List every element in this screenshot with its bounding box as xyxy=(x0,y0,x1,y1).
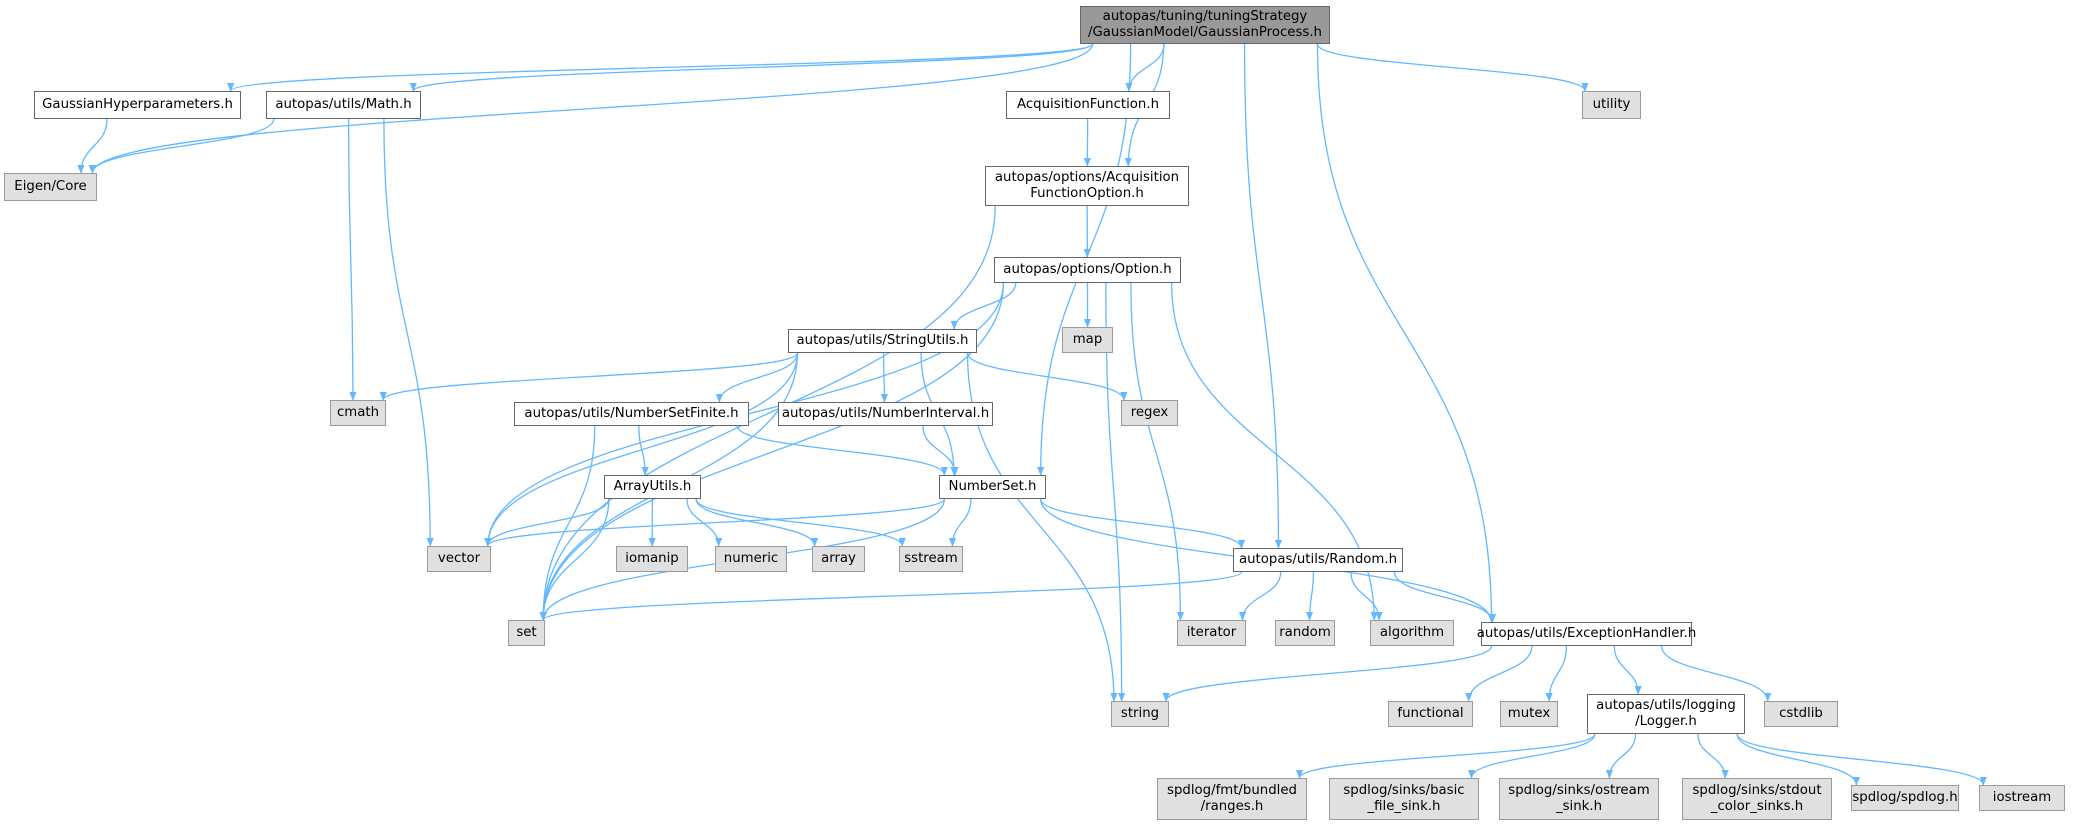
edge-logger-to-stdoutsink xyxy=(1697,733,1729,779)
edge-random_h-to-exc xyxy=(1393,571,1497,623)
edge-gp-to-ghp xyxy=(227,43,1094,92)
node-strutils[interactable]: autopas/utils/StringUtils.h xyxy=(788,329,977,353)
edge-gp-to-math xyxy=(409,43,1094,92)
edge-ghp-to-eigen xyxy=(77,118,108,174)
edge-random_h-to-iterator xyxy=(1238,571,1282,621)
node-iomanip: iomanip xyxy=(616,546,688,572)
node-random: random xyxy=(1275,620,1335,646)
edge-arrutils-to-set xyxy=(539,498,610,621)
edge-logger-to-iostream xyxy=(1736,733,1987,786)
edge-option-to-iterator xyxy=(1130,282,1185,621)
edge-arrutils-to-sstream xyxy=(695,498,906,547)
edge-math-to-vector xyxy=(383,118,434,547)
edge-math-to-eigen xyxy=(88,118,275,174)
edge-strutils-to-cmath xyxy=(379,352,799,401)
node-logger[interactable]: autopas/utils/logging /Logger.h xyxy=(1587,694,1745,734)
node-arrutils[interactable]: ArrayUtils.h xyxy=(604,475,701,499)
edge-random_h-to-set xyxy=(539,571,1243,621)
node-acqopt[interactable]: autopas/options/Acquisition FunctionOpti… xyxy=(985,166,1189,206)
node-array: array xyxy=(812,546,865,572)
edge-nsf-to-numset xyxy=(736,425,948,476)
node-map: map xyxy=(1062,327,1113,353)
edge-numset-to-sstream xyxy=(948,498,972,547)
node-functional: functional xyxy=(1388,701,1473,727)
edge-exc-to-logger xyxy=(1613,645,1642,695)
edge-logger-to-ranges xyxy=(1295,733,1596,779)
edge-random_h-to-algorithm xyxy=(1350,571,1383,621)
node-mutex: mutex xyxy=(1500,701,1558,727)
edge-strutils-to-regex xyxy=(966,352,1128,401)
edge-exc-to-cstdlib xyxy=(1660,645,1772,702)
edge-exc-to-string xyxy=(1162,645,1493,702)
edge-gp-to-exc xyxy=(1316,43,1496,623)
edge-exc-to-functional xyxy=(1465,645,1533,702)
edge-math-to-cmath xyxy=(347,118,357,401)
node-nsf[interactable]: autopas/utils/NumberSetFinite.h xyxy=(514,402,749,426)
node-numeric: numeric xyxy=(715,546,787,572)
edge-gp-to-random_h xyxy=(1243,43,1283,549)
node-iterator: iterator xyxy=(1177,620,1246,646)
edge-logger-to-spdlog xyxy=(1736,733,1861,786)
node-cmath: cmath xyxy=(330,400,386,426)
edge-exc-to-mutex xyxy=(1545,645,1568,702)
edge-random_h-to-random xyxy=(1305,571,1315,621)
node-option[interactable]: autopas/options/Option.h xyxy=(994,257,1181,283)
edge-strutils-to-vector xyxy=(484,352,799,547)
edge-arrutils-to-numeric xyxy=(686,498,723,547)
edge-gp-to-acqf xyxy=(1125,43,1165,92)
edge-logger-to-ostreamsink xyxy=(1605,733,1637,779)
node-vector: vector xyxy=(427,546,491,572)
edge-nsf-to-set xyxy=(539,425,596,621)
node-numset[interactable]: NumberSet.h xyxy=(939,475,1046,499)
node-string: string xyxy=(1111,701,1169,727)
edge-arrutils-to-vector xyxy=(484,498,610,547)
edge-nint-to-numset xyxy=(922,425,959,476)
edge-strutils-to-nsf xyxy=(715,352,799,403)
edge-gp-to-eigen xyxy=(88,43,1094,174)
node-ghp[interactable]: GaussianHyperparameters.h xyxy=(34,91,241,119)
edge-numset-to-vector xyxy=(484,498,945,547)
edge-gp-to-utility xyxy=(1316,43,1589,92)
node-eigen: Eigen/Core xyxy=(4,173,97,201)
edge-strutils-to-nint xyxy=(880,352,889,403)
edge-acqopt-to-set xyxy=(539,205,996,621)
edge-numset-to-random_h xyxy=(1040,498,1246,549)
edge-option-to-set xyxy=(539,282,1004,621)
node-stdoutsink: spdlog/sinks/stdout _color_sinks.h xyxy=(1682,778,1832,820)
edge-option-to-string xyxy=(1105,282,1126,702)
node-exc[interactable]: autopas/utils/ExceptionHandler.h xyxy=(1477,622,1696,646)
node-basicsink: spdlog/sinks/basic _file_sink.h xyxy=(1329,778,1479,820)
node-ranges: spdlog/fmt/bundled /ranges.h xyxy=(1157,778,1307,820)
node-math[interactable]: autopas/utils/Math.h xyxy=(266,91,421,119)
node-nint[interactable]: autopas/utils/NumberInterval.h xyxy=(778,402,993,426)
node-regex: regex xyxy=(1121,400,1178,426)
node-random_h[interactable]: autopas/utils/Random.h xyxy=(1233,548,1403,572)
edge-arrutils-to-array xyxy=(695,498,819,547)
node-set: set xyxy=(508,620,545,646)
node-algorithm: algorithm xyxy=(1370,620,1454,646)
edge-nsf-to-arrutils xyxy=(638,425,649,476)
node-ostreamsink: spdlog/sinks/ostream _sink.h xyxy=(1499,778,1659,820)
node-cstdlib: cstdlib xyxy=(1764,701,1838,727)
node-utility: utility xyxy=(1582,91,1641,119)
node-acqf[interactable]: AcquisitionFunction.h xyxy=(1006,91,1170,119)
node-spdlog: spdlog/spdlog.h xyxy=(1851,785,1959,811)
edge-logger-to-basicsink xyxy=(1467,733,1596,779)
node-iostream: iostream xyxy=(1979,785,2065,811)
node-gp[interactable]: autopas/tuning/tuningStrategy /GaussianM… xyxy=(1080,6,1330,44)
edge-option-to-strutils xyxy=(950,282,1017,330)
node-sstream: sstream xyxy=(899,546,963,572)
